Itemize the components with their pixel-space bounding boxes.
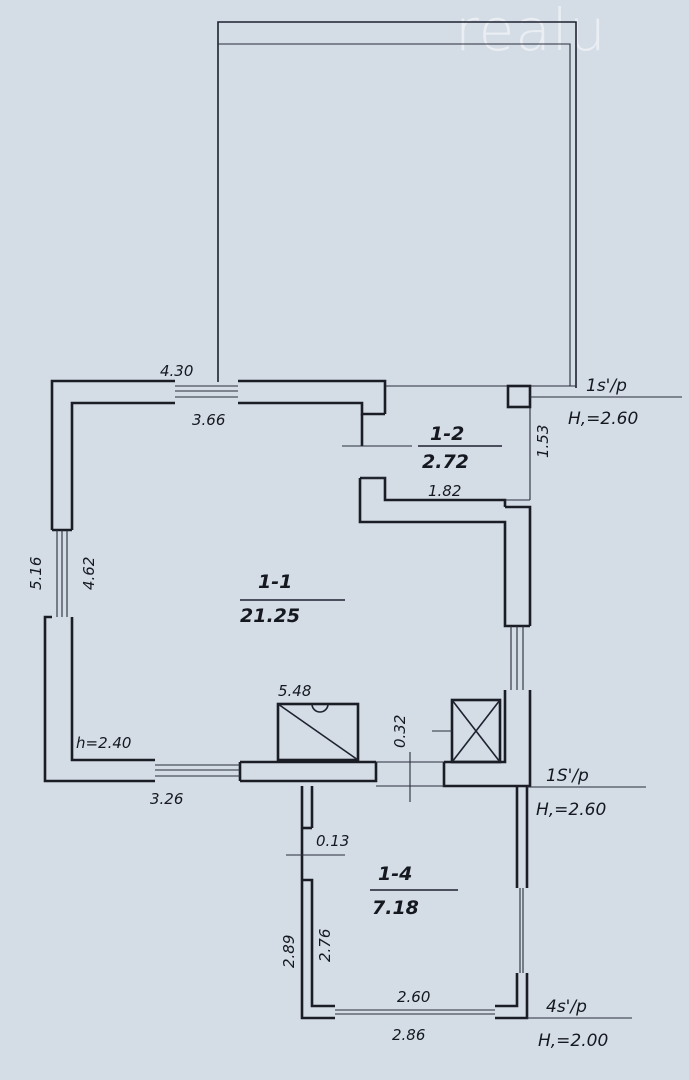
level-mark-1: 1s'/p xyxy=(586,376,627,396)
dim-porch-left-outer: 2.89 xyxy=(280,935,298,968)
level-mark-3: 4s'/p xyxy=(546,997,587,1017)
dim-porch-bottom-outer: 2.86 xyxy=(392,1026,425,1044)
room-1-1-number: 1-1 xyxy=(258,571,292,593)
dim-bottom-wall: 3.26 xyxy=(150,790,183,808)
level-mark-2: 1S'/p xyxy=(546,766,589,786)
dim-top-inner: 3.66 xyxy=(192,411,225,429)
room-1-2-area: 2.72 xyxy=(422,451,469,473)
dim-porch-bottom-inner: 2.60 xyxy=(397,988,430,1006)
level-height-1: H,=2.60 xyxy=(568,409,638,429)
column-block xyxy=(506,384,532,409)
chimney-symbol xyxy=(432,698,502,764)
dim-wall-thickness: 0.32 xyxy=(391,715,409,748)
dim-stove: 5.48 xyxy=(278,682,311,700)
watermark-text: realu xyxy=(455,0,607,64)
dim-porch-left-inner: 2.76 xyxy=(316,929,334,962)
room-1-4-number: 1-4 xyxy=(378,863,412,885)
dim-ceiling-height: h=2.40 xyxy=(76,734,131,752)
dim-left-outer: 5.16 xyxy=(27,557,45,590)
main-room-walls xyxy=(43,379,532,788)
dim-hall-width: 1.82 xyxy=(428,482,461,500)
terrace-outline xyxy=(217,21,577,388)
dim-top-outer: 4.30 xyxy=(160,362,193,380)
dim-left-inner: 4.62 xyxy=(80,557,98,590)
dim-porch-wall: 0.13 xyxy=(316,832,349,850)
porch-walls xyxy=(286,786,529,1020)
room-1-4-area: 7.18 xyxy=(372,897,419,919)
level-leaders xyxy=(342,396,682,1019)
room-1-1-area: 21.25 xyxy=(240,605,300,627)
doorway-marks xyxy=(376,752,444,802)
level-height-3: H,=2.00 xyxy=(538,1031,608,1051)
level-height-2: H,=2.60 xyxy=(536,800,606,820)
room-1-2-number: 1-2 xyxy=(430,423,464,445)
dim-hall-height: 1.53 xyxy=(534,425,552,458)
stove-symbol xyxy=(276,702,360,762)
